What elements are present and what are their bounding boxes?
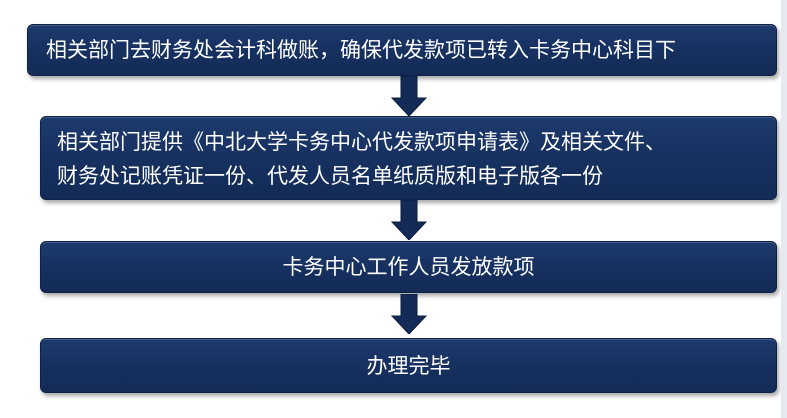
right-edge-strip	[781, 0, 787, 418]
step-1-box: 相关部门去财务处会计科做账，确保代发款项已转入卡务中心科目下	[27, 24, 777, 76]
step-1-text: 相关部门去财务处会计科做账，确保代发款项已转入卡务中心科目下	[46, 38, 676, 62]
step-2-text-line-2: 财务处记账凭证一份、代发人员名单纸质版和电子版各一份	[57, 164, 603, 188]
down-arrow-icon	[391, 76, 427, 116]
step-4-box: 办理完毕	[40, 338, 777, 393]
step-2-text-line-1: 相关部门提供《中北大学卡务中心代发款项申请表》及相关文件、	[57, 130, 666, 154]
step-2-box: 相关部门提供《中北大学卡务中心代发款项申请表》及相关文件、 财务处记账凭证一份、…	[40, 116, 777, 200]
step-4-text: 办理完毕	[366, 353, 451, 378]
step-3-text: 卡务中心工作人员发放款项	[282, 255, 535, 279]
step-3-box: 卡务中心工作人员发放款项	[40, 241, 777, 293]
down-arrow-icon	[391, 294, 427, 334]
down-arrow-icon	[391, 200, 427, 240]
